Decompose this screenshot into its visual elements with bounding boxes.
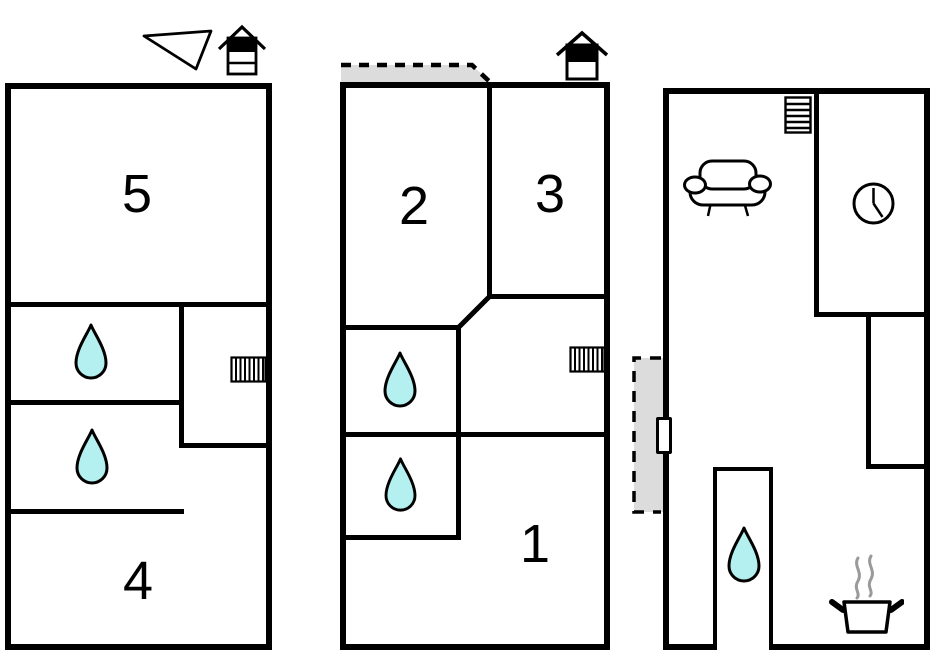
door [656,417,672,454]
middle-unit-outline [340,82,610,650]
wall [487,82,492,297]
wall [866,312,871,469]
clock-icon [852,182,895,225]
room-label: 3 [534,164,566,224]
radiator-icon [230,356,267,383]
radiator-icon [569,346,606,373]
wall [179,443,272,448]
chimney-icon [555,30,609,81]
wall [340,325,461,330]
wall [179,302,184,448]
north-arrow-icon [142,29,213,71]
room-label: 5 [121,164,153,224]
wall [866,464,930,469]
sofa-icon [683,159,772,217]
water-drop-icon [727,526,761,583]
water-drop-icon [384,457,417,512]
left-unit-outline [5,83,272,650]
wall [814,312,930,317]
wall [814,88,819,317]
steam-icon [854,554,874,600]
right-unit-outline [663,88,930,650]
stairs-icon [784,96,812,134]
room-label: 1 [519,514,551,574]
chimney-icon [217,24,267,76]
wall [5,400,184,405]
wall [340,432,610,437]
diagonal-wall [455,292,494,331]
wall [5,509,184,514]
room-label: 2 [398,176,430,236]
wall [487,294,610,299]
cooking-pot-icon [829,554,904,634]
wall [5,302,272,307]
water-drop-icon [383,351,417,408]
water-drop-icon [74,323,108,380]
water-drop-icon [75,428,109,485]
wall [340,535,461,540]
dashed-overhang [341,62,493,83]
room-label: 4 [122,551,154,611]
